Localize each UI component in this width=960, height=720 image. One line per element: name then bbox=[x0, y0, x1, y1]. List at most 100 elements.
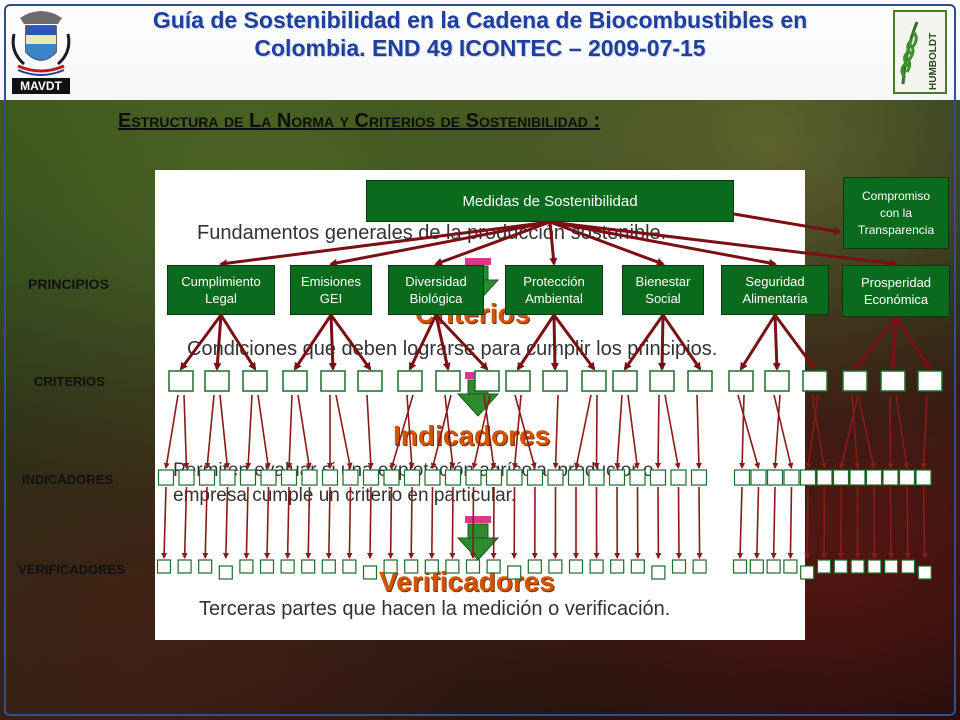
indicador-box-29 bbox=[766, 469, 784, 486]
verificador-box-9 bbox=[342, 559, 357, 574]
criterio-to-indicador-34 bbox=[851, 394, 861, 469]
principle-box-diversidad-biologica: Diversidad Biológica bbox=[388, 265, 484, 315]
principle-label: Prosperidad bbox=[860, 275, 932, 290]
mavdt-label: MAVDT bbox=[12, 78, 70, 94]
verificador-box-7 bbox=[301, 559, 316, 574]
criterio-to-indicador-28 bbox=[737, 394, 761, 469]
criterio-to-indicador-7 bbox=[297, 394, 312, 469]
criterio-to-indicador-22 bbox=[614, 394, 623, 469]
verificador-box-37 bbox=[900, 559, 916, 574]
criterio-to-indicador-33 bbox=[839, 394, 859, 469]
indicador-to-verificador-1 bbox=[181, 486, 188, 559]
indicador-box-14 bbox=[444, 469, 462, 486]
verificador-box-14 bbox=[445, 559, 460, 574]
criterio-to-indicador-5 bbox=[257, 394, 271, 469]
principle-label: GEI bbox=[319, 291, 343, 306]
indicador-box-5 bbox=[260, 469, 277, 486]
principle-to-criterio-11 bbox=[552, 314, 596, 371]
verificador-box-20 bbox=[568, 559, 584, 574]
criterio-box-13 bbox=[649, 370, 675, 392]
criterio-box-18 bbox=[842, 370, 868, 392]
indicador-to-verificador-15 bbox=[470, 486, 477, 559]
criterio-to-indicador-13 bbox=[430, 394, 452, 469]
verificador-box-13 bbox=[424, 559, 439, 574]
criterio-box-20 bbox=[917, 370, 943, 392]
principle-to-criterio-13 bbox=[658, 314, 667, 371]
verificador-box-2 bbox=[198, 559, 213, 574]
indicador-to-verificador-10 bbox=[367, 486, 374, 559]
indicador-to-verificador-8 bbox=[325, 486, 332, 559]
principle-label: Legal bbox=[205, 291, 237, 306]
criterio-to-indicador-16 bbox=[483, 394, 497, 469]
principle-to-criterio-10 bbox=[550, 314, 559, 371]
indicador-box-11 bbox=[383, 469, 400, 486]
fundamentos-text: Fundamentos generales de la producción s… bbox=[197, 222, 667, 244]
connector-lines bbox=[161, 212, 932, 559]
indicador-to-verificador-36 bbox=[888, 486, 895, 559]
criterio-to-indicador-19 bbox=[552, 394, 559, 469]
fat-arrow-verificadores-stripe bbox=[465, 516, 491, 523]
indicador-to-verificador-26 bbox=[696, 486, 703, 559]
criterio-to-indicador-11 bbox=[390, 394, 414, 469]
indicador-box-21 bbox=[588, 469, 605, 486]
indicadores-label: INDICADORES bbox=[22, 472, 114, 487]
verificador-box-27 bbox=[732, 559, 748, 574]
criterio-to-indicador-18 bbox=[514, 394, 537, 469]
indicador-box-38 bbox=[915, 469, 932, 486]
criterio-box-11 bbox=[581, 370, 607, 392]
criterio-box-15 bbox=[728, 370, 754, 392]
fat-arrow-verificadores-head bbox=[456, 537, 500, 561]
criterio-to-indicador-36 bbox=[887, 394, 894, 469]
verificador-box-21 bbox=[589, 559, 604, 574]
medidas-to-principle-4 bbox=[549, 220, 665, 266]
criterio-to-indicador-2 bbox=[204, 394, 215, 469]
verificador-box-4 bbox=[239, 559, 254, 574]
criterio-to-indicador-12 bbox=[406, 394, 415, 469]
criterio-box-10 bbox=[542, 370, 568, 392]
verificador-box-31 bbox=[800, 565, 815, 580]
indicador-to-verificador-29 bbox=[770, 486, 777, 559]
medidas-box: Medidas de Sostenibilidad bbox=[366, 180, 734, 222]
criterio-box-1 bbox=[204, 370, 230, 392]
indicador-box-7 bbox=[301, 469, 318, 486]
indicadores-description-2: empresa cumple un criterio en particular… bbox=[173, 485, 517, 506]
criterio-box-7 bbox=[435, 370, 461, 392]
verificador-box-29 bbox=[766, 559, 781, 574]
criterio-to-indicador-1 bbox=[183, 394, 190, 469]
principle-to-criterio-4 bbox=[328, 314, 337, 371]
principle-box-prosperidad-economica: Prosperidad Económica bbox=[842, 265, 950, 317]
principle-box-proteccion-ambiental: Protección Ambiental bbox=[505, 265, 603, 315]
criterio-to-indicador-25 bbox=[664, 394, 681, 469]
verificador-box-16 bbox=[486, 559, 501, 574]
fat-arrow-indicadores-head bbox=[456, 393, 500, 417]
criterio-to-indicador-3 bbox=[219, 394, 230, 469]
criterio-to-indicador-37 bbox=[895, 394, 910, 469]
principle-label: Económica bbox=[863, 292, 929, 307]
criterio-to-indicador-15 bbox=[471, 394, 491, 469]
indicador-box-25 bbox=[670, 469, 687, 486]
principle-label: Alimentaria bbox=[742, 291, 808, 306]
medidas-to-principle-6 bbox=[549, 220, 898, 268]
indicador-to-verificador-7 bbox=[305, 486, 312, 559]
indicador-box-16 bbox=[485, 469, 503, 486]
slide-subtitle: Estructura de La Norma y Criterios de So… bbox=[118, 110, 601, 132]
verificador-box-28 bbox=[749, 559, 764, 574]
indicador-box-12 bbox=[403, 469, 421, 486]
principle-to-criterio-18 bbox=[853, 316, 898, 371]
indicador-to-verificador-14 bbox=[449, 486, 456, 559]
principle-label: Seguridad bbox=[745, 274, 805, 289]
indicador-to-verificador-28 bbox=[753, 486, 760, 559]
principle-to-criterio-9 bbox=[516, 314, 556, 371]
verificador-box-35 bbox=[867, 559, 882, 574]
indicador-box-26 bbox=[690, 469, 708, 486]
verificador-box-30 bbox=[783, 559, 798, 574]
indicador-to-verificador-37 bbox=[904, 486, 911, 559]
indicador-box-13 bbox=[424, 469, 441, 486]
indicador-box-30 bbox=[783, 469, 800, 486]
indicador-to-verificador-27 bbox=[737, 486, 744, 559]
principle-to-criterio-12 bbox=[623, 314, 665, 371]
criterios-label: CRITERIOS bbox=[34, 374, 105, 389]
verificador-box-33 bbox=[833, 559, 848, 574]
indicador-to-verificador-2 bbox=[202, 486, 209, 559]
